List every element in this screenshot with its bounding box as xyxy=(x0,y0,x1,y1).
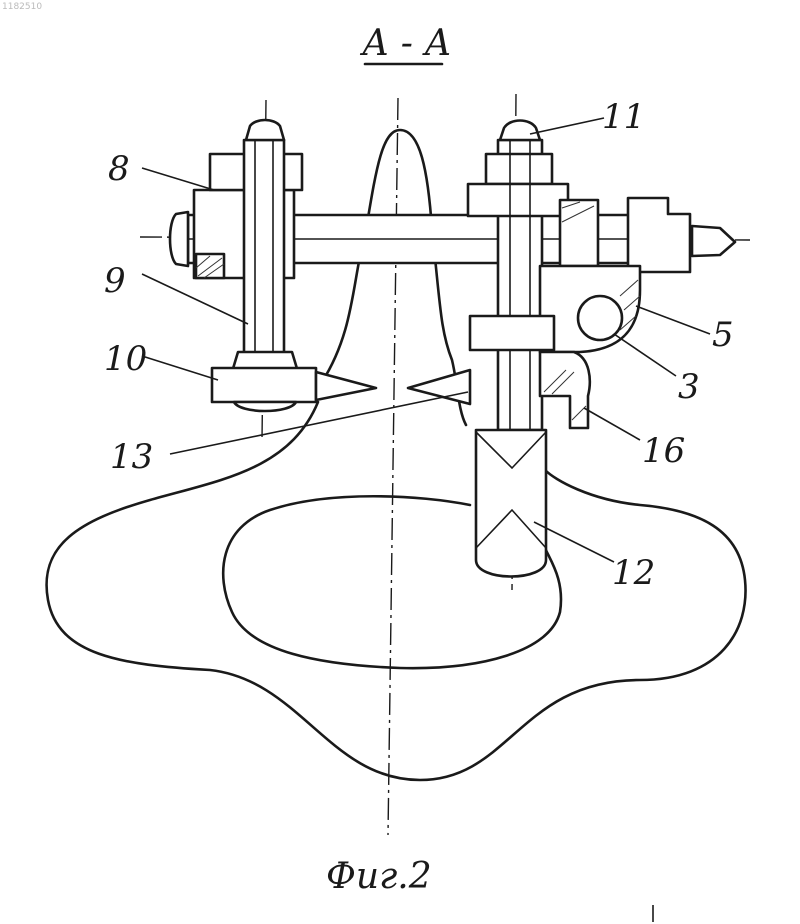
left-cutter-holder xyxy=(212,368,316,402)
right-end-nut xyxy=(628,198,690,272)
label-5: 5 xyxy=(712,315,734,355)
label-3: 3 xyxy=(678,367,700,407)
center-axis-main xyxy=(388,98,398,835)
section-title: А - А xyxy=(359,23,452,64)
label-16: 16 xyxy=(642,431,685,471)
left-holder-bottom xyxy=(234,402,296,411)
label-11: 11 xyxy=(602,97,645,137)
rod-left-end xyxy=(170,212,188,266)
right-clamp-block xyxy=(560,200,598,266)
pivot-pin-3 xyxy=(578,296,622,340)
left-bolt-top xyxy=(246,120,284,140)
label-13: 13 xyxy=(110,437,153,477)
label-12: 12 xyxy=(612,553,655,593)
watermark-number: 1182510 xyxy=(2,2,42,12)
figure-caption: Фиг.2 xyxy=(326,856,432,897)
rod-right-tip xyxy=(692,226,735,256)
right-bolt-collar xyxy=(470,316,554,350)
right-upper-nut xyxy=(486,154,552,184)
label-8: 8 xyxy=(108,149,130,189)
left-bolt-shank xyxy=(244,140,284,360)
label-9: 9 xyxy=(104,261,126,301)
right-holder-16 xyxy=(540,352,590,428)
right-nut-lower xyxy=(468,184,568,216)
left-knife-tip xyxy=(316,372,376,400)
pin-12 xyxy=(476,430,546,577)
right-knife-tip xyxy=(408,370,470,404)
right-bolt-top xyxy=(500,121,540,141)
label-10: 10 xyxy=(104,339,147,379)
